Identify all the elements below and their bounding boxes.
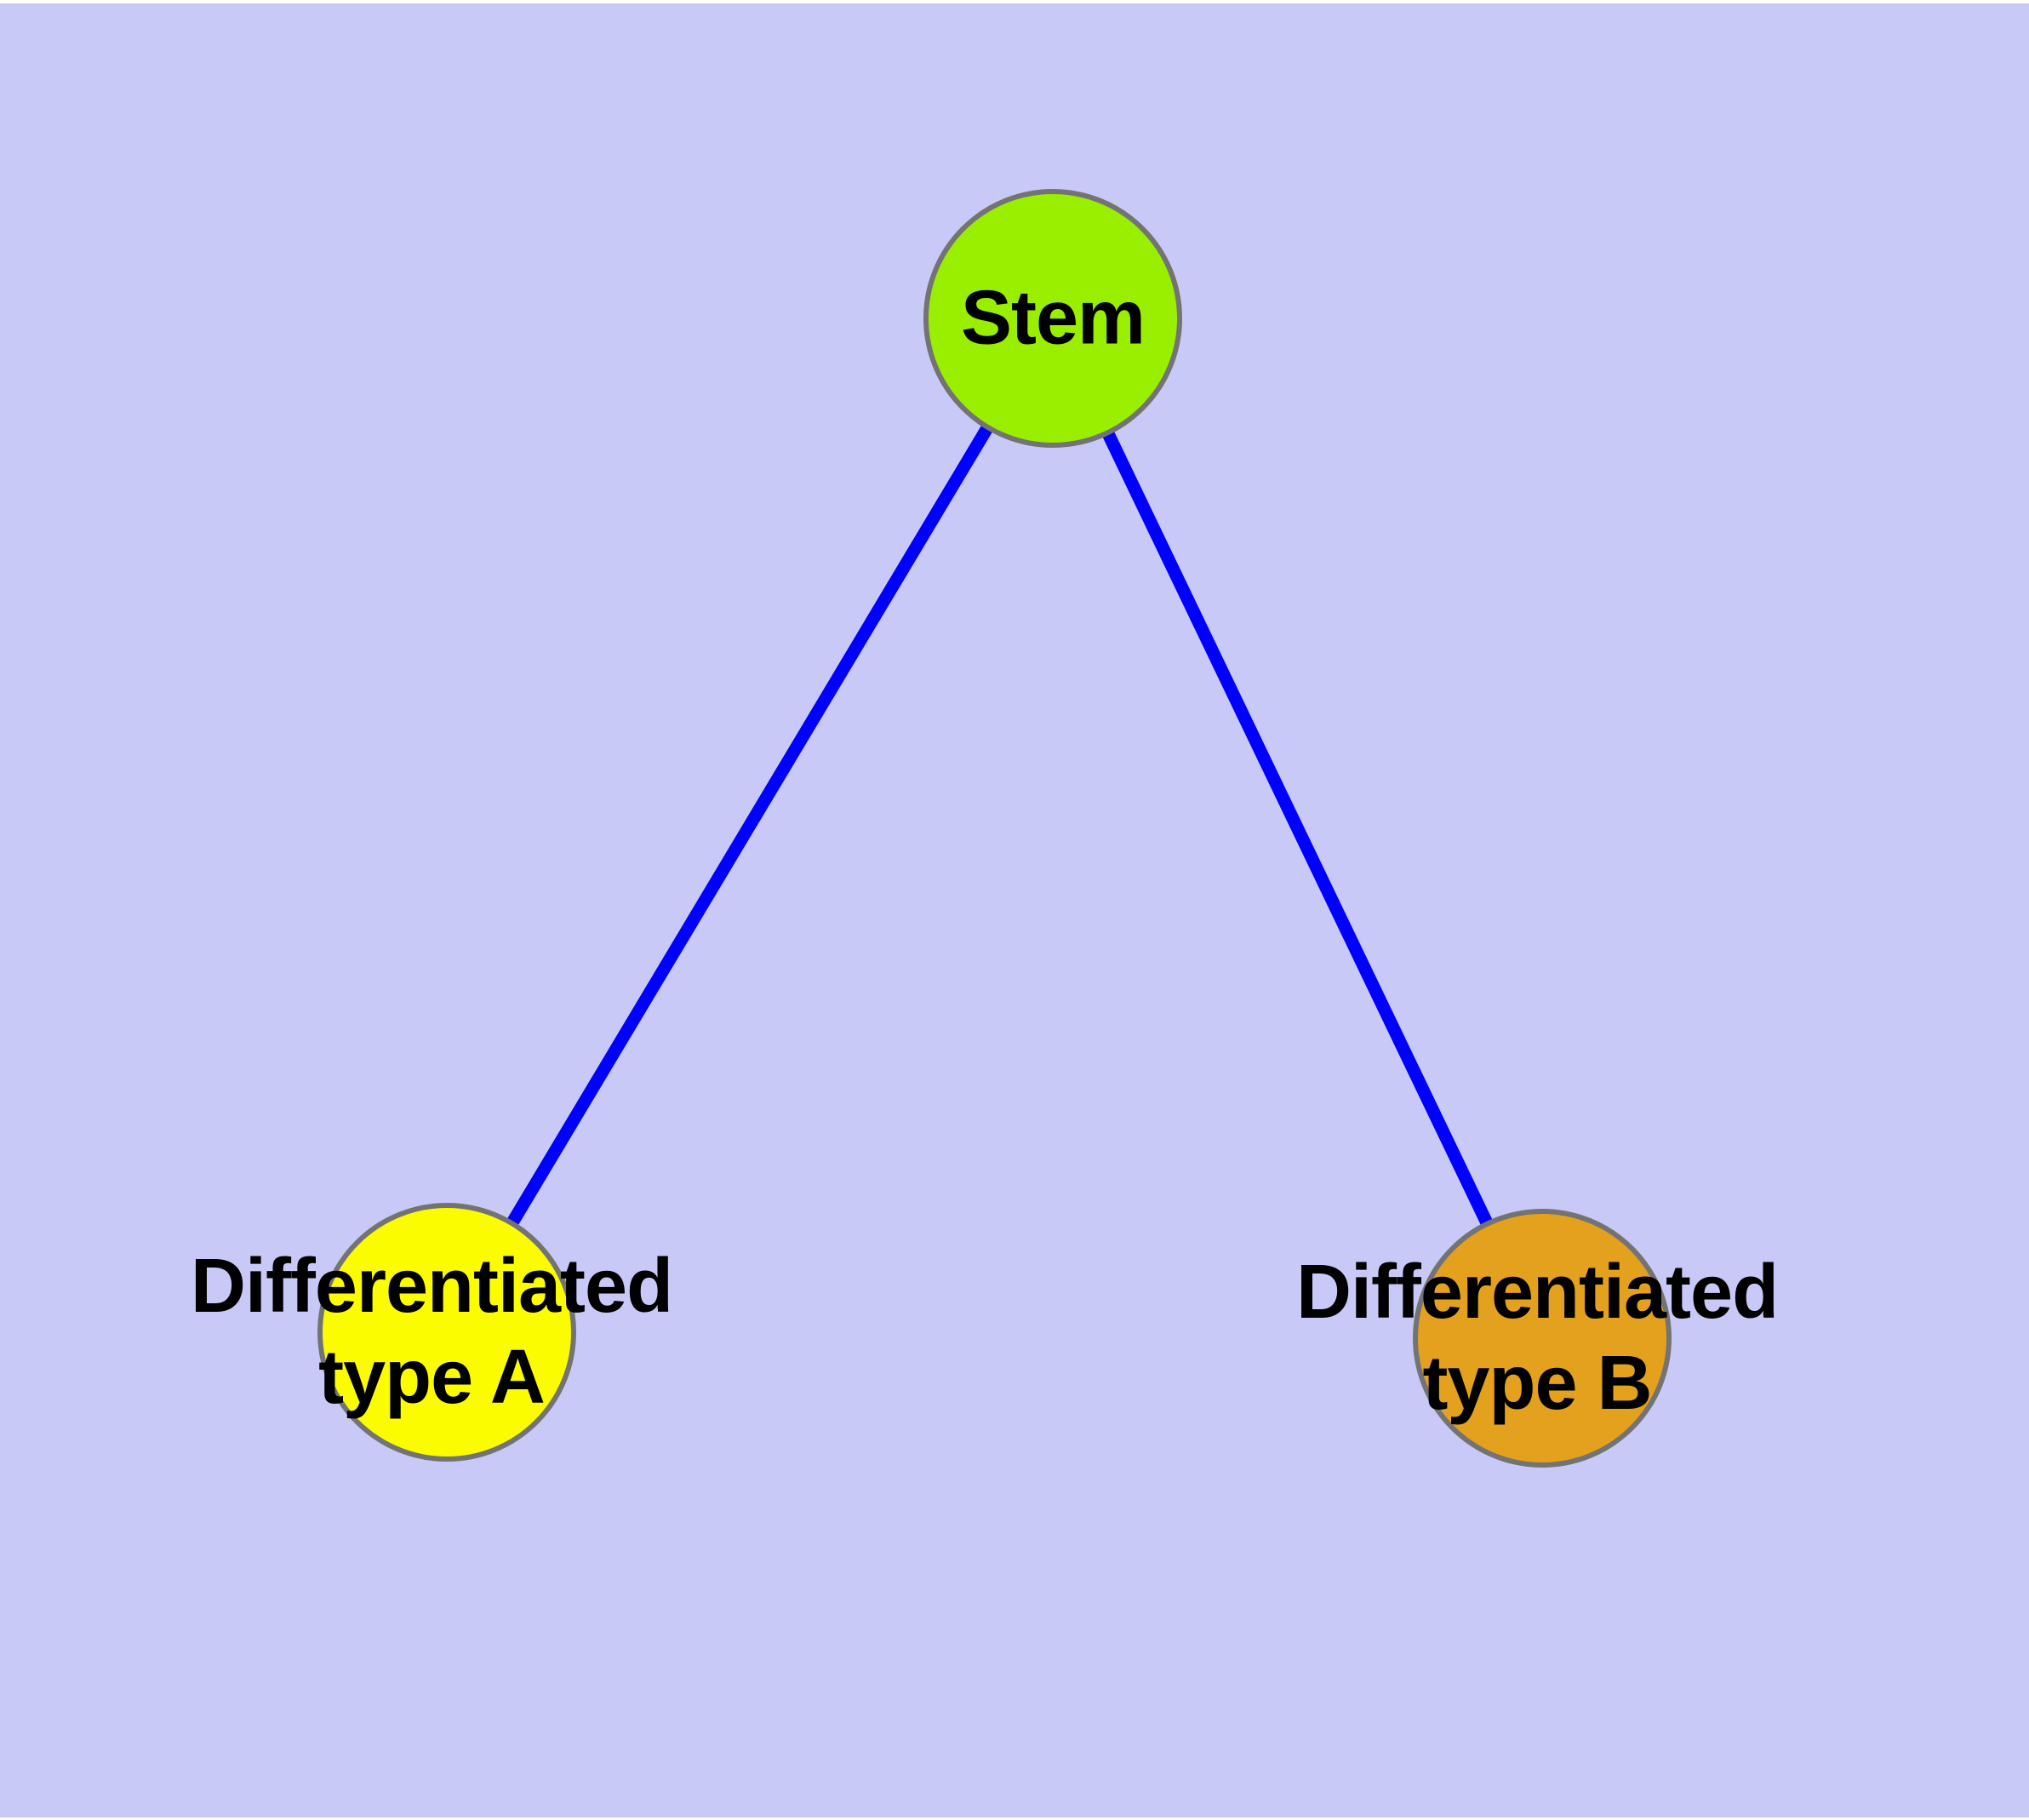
node-differentiated-type-b	[1413, 1209, 1672, 1468]
node-a-label-line-1: Differentiated	[190, 1244, 673, 1329]
node-differentiated-type-a-label: Differentiated type A	[190, 1241, 673, 1423]
node-differentiated-type-b-label: Differentiated type B	[1295, 1247, 1779, 1429]
node-b-label-line-2: type B	[1422, 1341, 1652, 1426]
node-a-label-line-2: type A	[318, 1335, 546, 1420]
node-stem-label-line: Stem	[960, 275, 1146, 361]
edge-stem-to-type-b	[1047, 315, 1548, 1342]
node-stem-label: Stem	[960, 273, 1146, 364]
node-stem	[923, 189, 1182, 448]
diagram-canvas: Stem Differentiated type A Differentiate…	[0, 3, 2029, 1817]
node-b-label-line-1: Differentiated	[1295, 1250, 1779, 1335]
edges-layer	[441, 315, 1548, 1342]
node-differentiated-type-a	[317, 1203, 576, 1462]
edge-stem-to-type-a	[441, 315, 1059, 1336]
